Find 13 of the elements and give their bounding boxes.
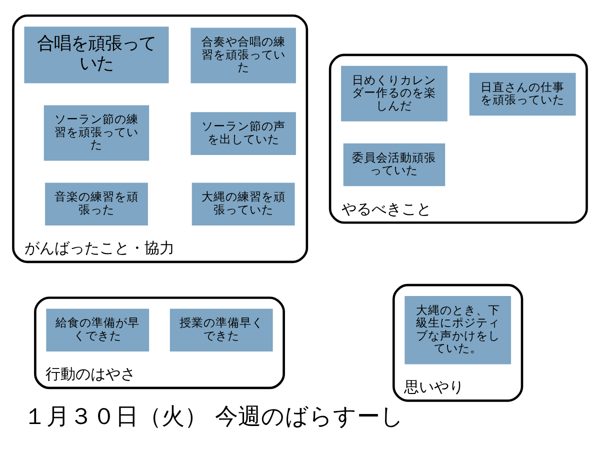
node-box: 授業の準備早くできた	[170, 308, 273, 352]
node-box: 日直さんの仕事を頑張っていた	[469, 72, 576, 116]
node-box: 音楽の練習を頑張った	[45, 182, 148, 225]
node-box: 大縄のとき、下級生にポジティブな声かけをしていた。	[404, 296, 512, 364]
node-box: 大縄の練習を頑張っていた	[192, 182, 295, 225]
node-box: 給食の準備が早くできた	[46, 308, 150, 352]
node-box: ソーラン節の練習を頑張っていた	[44, 104, 150, 160]
node-box: 委員会活動頑張っていた	[343, 142, 446, 186]
node-box: 合唱を頑張っていた	[24, 26, 169, 83]
node-box: 日めくりカレンダー作るのを楽しんだ	[341, 65, 448, 121]
diagram-title: １月３０日（火） 今週のばらすーし	[24, 403, 404, 430]
node-box: ソーラン節の声を出していた	[190, 112, 296, 154]
node-box: 合奏や合唱の練習を頑張っていた	[190, 27, 296, 83]
